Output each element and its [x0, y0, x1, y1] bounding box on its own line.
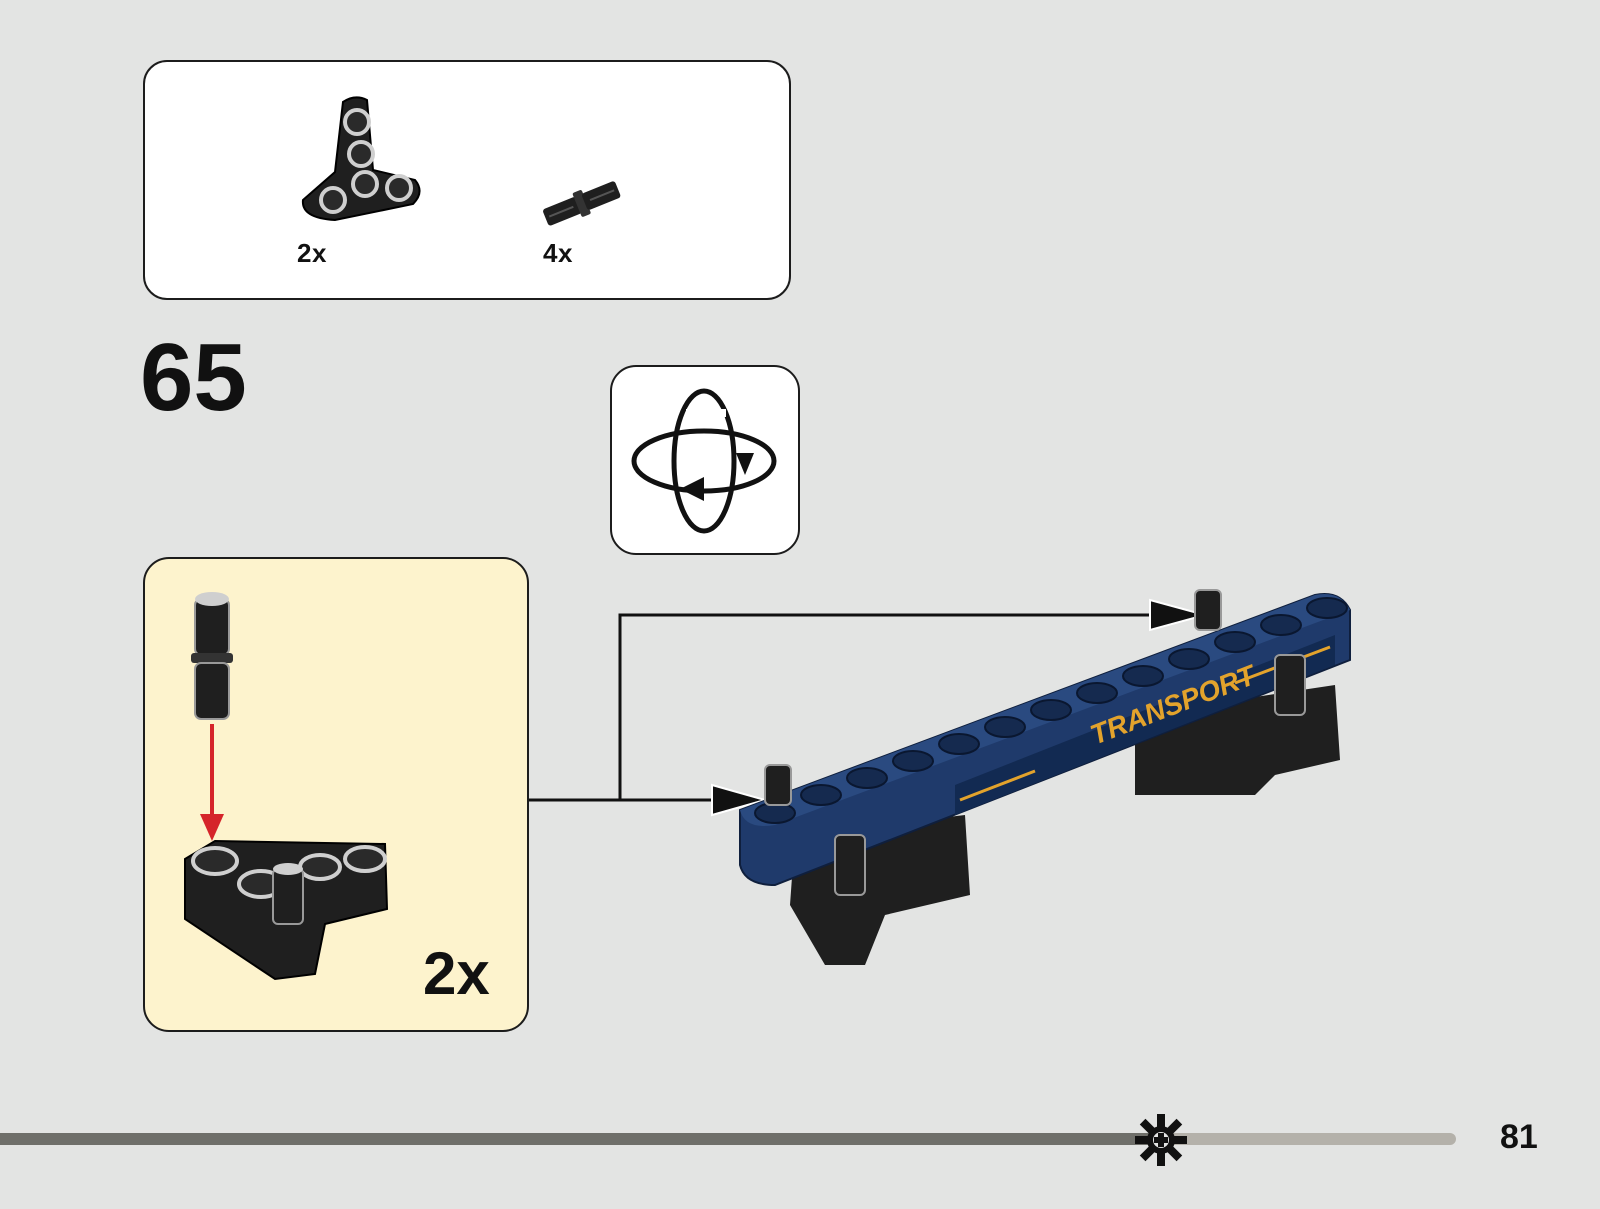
progress-bar: [0, 1128, 1460, 1150]
page-number: 81: [1500, 1118, 1538, 1157]
beam-assembly: TRANSPORT: [735, 585, 1360, 985]
gear-icon: [1133, 1112, 1189, 1168]
